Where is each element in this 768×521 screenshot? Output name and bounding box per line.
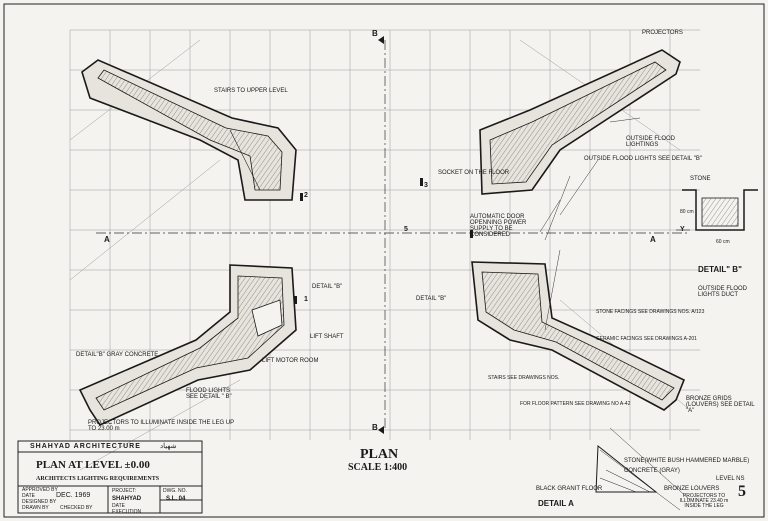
stone-label: STONE (690, 176, 711, 182)
stone-white-label: STONE(WHITE BUSH HAMMERED MARBLE) (624, 458, 750, 464)
marker-3: 3 (424, 182, 428, 189)
level-ns-label: LEVEL NS (716, 476, 745, 482)
detail-b-left-label: DETAIL "B" (312, 284, 343, 290)
marker-1: 1 (304, 296, 308, 303)
designed-by-label: DESIGNED BY (22, 499, 57, 505)
concrete-gray-label: CONCRETE (GRAY) (624, 468, 680, 474)
section-markers (294, 36, 473, 434)
marker-a-right: A (650, 235, 656, 244)
plan-title: PLAN (360, 447, 399, 462)
leader-lines (539, 117, 691, 511)
lift-shaft-label: LIFT SHAFT (310, 334, 344, 340)
flood-lights-label: FLOOD LIGHTS SEE DETAIL " B" (186, 388, 232, 400)
approved-by-label: APPROVED BY (22, 487, 58, 493)
sheet-title: PLAN AT LEVEL ±0.00 (36, 459, 150, 471)
marker-5: 5 (404, 226, 408, 233)
project-value: SHAHYAD (112, 496, 142, 502)
socket-floor-label: SOCKET ON THE FLOOR (438, 170, 510, 176)
checked-by-label: CHECKED BY (60, 505, 93, 511)
dim-80cm: 80 cm (680, 209, 694, 215)
marker-2: 2 (304, 192, 308, 199)
detail-a-title: DETAIL A (538, 499, 574, 508)
date-label: DATE (22, 493, 35, 499)
sheet-subtitle: ARCHITECTS LIGHTING REQUIREMENTS (36, 476, 160, 482)
drg-value: S.L. 04 (166, 496, 186, 502)
marker-b-top: B (372, 29, 378, 38)
auto-door-label: AUTOMATIC DOOR OPENNING POWER SUPPLY TO … (470, 214, 527, 238)
detail-b-title: DETAIL" B" (698, 265, 742, 274)
leg-bottom-left (78, 264, 297, 427)
outside-flood-detail-b-label: OUTSIDE FLOOD LIGHTS SEE DETAIL "B" (584, 156, 702, 162)
firm-name: SHAHYAD ARCHITECTURE (30, 443, 141, 450)
bronze-grids-label: BRONZE GRIDS (LOUVERS) SEE DETAIL "A" (686, 396, 755, 414)
black-granit-label: BLACK GRANIT FLOOR (536, 486, 603, 492)
marker-y: Y (680, 226, 685, 233)
plan-scale: SCALE 1:400 (348, 462, 408, 473)
leg-top-right (479, 49, 681, 195)
projectors-leg-label: PROJECTORS TO ILLUMINATE INSIDE THE LEG … (88, 420, 235, 432)
lift-motor-label: LIFT MOTOR ROOM (262, 358, 319, 364)
outside-flood-lightings-label: OUTSIDE FLOOD LIGHTINGS (626, 136, 676, 148)
sheet-border (3, 3, 765, 518)
projectors-top-label: PROJECTORS (642, 30, 683, 36)
dim-60cm: 60 cm (716, 239, 730, 245)
date2-label: DATE (112, 503, 125, 509)
firm-arabic: شهیاد (160, 443, 177, 450)
detail-b-gray-label: DETAIL"B" GRAY CONCRETE (76, 352, 159, 358)
stairs-upper-label: STAIRS TO UPPER LEVEL (214, 88, 288, 94)
marker-a-left: A (104, 235, 110, 244)
stairs-see-label: STAIRS SEE DRAWINGS NOS. (488, 375, 560, 381)
bronze-louvers-label: BRONZE LOUVERS (664, 486, 720, 492)
leg-bottom-right (471, 261, 686, 411)
axis-lines (96, 40, 690, 430)
marker-b-bottom: B (372, 423, 378, 432)
leg-top-left (81, 59, 297, 201)
detail-b-drawing (676, 189, 758, 231)
date-value: DEC. 1969 (56, 492, 91, 499)
title-block-frame (17, 440, 203, 514)
drawn-by-label: DRAWN BY (22, 505, 49, 511)
detail-a-drawing (595, 444, 658, 493)
project-label: PROJECT: (112, 488, 137, 494)
sheet-number: 5 (738, 483, 746, 500)
stone-facings-label: STONE FACINGS SEE DRAWINGS NOS. A/123 (596, 309, 705, 315)
projectors-illum-label: PROJECTORS TO ILLUMINATE 23.40 m INSIDE … (679, 493, 729, 509)
execution-label: EXECUTION (112, 509, 142, 515)
outside-flood-duct-label: OUTSIDE FLOOD LIGHTS DUCT (698, 286, 748, 298)
floor-pattern-label: FOR FLOOR PATTERN SEE DRAWING NO A-42 (520, 401, 631, 407)
ceramic-facings-label: CERAMIC FACINGS SEE DRAWINGS A-201 (596, 336, 697, 342)
drg-label: DWG. NO. (163, 488, 187, 494)
detail-b-center-label: DETAIL "B" (416, 296, 447, 302)
